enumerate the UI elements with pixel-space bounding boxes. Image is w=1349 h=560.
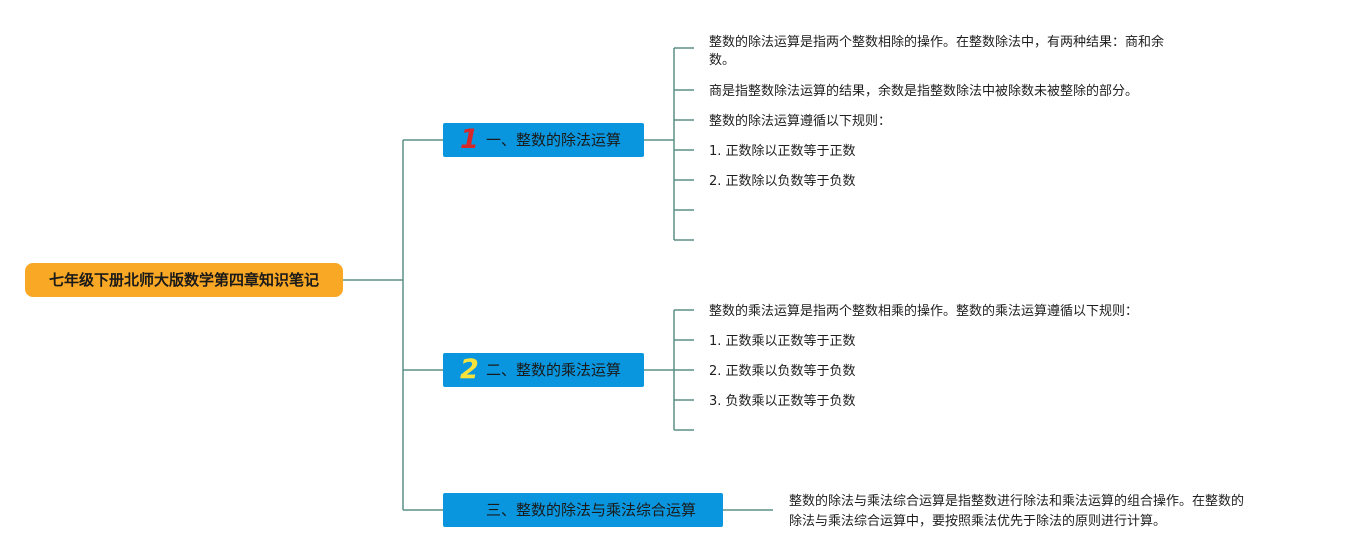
note-b2-2[interactable]: 1. 正数乘以正数等于正数 xyxy=(709,334,856,349)
note-b3-1a[interactable]: 整数的除法与乘法综合运算是指整数进行除法和乘法运算的组合操作。在整数的 xyxy=(789,494,1245,509)
branch-topic-3[interactable]: 三、整数的除法与乘法综合运算 xyxy=(443,493,723,527)
branch-3-label: 三、整数的除法与乘法综合运算 xyxy=(486,501,697,519)
note-b2-1[interactable]: 整数的乘法运算是指两个整数相乘的操作。整数的乘法运算遵循以下规则： xyxy=(709,304,1139,319)
branch-topic-1[interactable]: 1 一、整数的除法运算 xyxy=(443,123,644,157)
note-b1-3[interactable]: 整数的除法运算遵循以下规则： xyxy=(709,114,892,129)
note-b1-4[interactable]: 1. 正数除以正数等于正数 xyxy=(709,144,856,159)
note-b1-1a[interactable]: 整数的除法运算是指两个整数相除的操作。在整数除法中，有两种结果：商和余 xyxy=(709,35,1165,50)
note-b1-1b[interactable]: 数。 xyxy=(709,53,736,68)
number-2-badge: 2 xyxy=(460,354,479,385)
note-b1-5[interactable]: 2. 正数除以负数等于负数 xyxy=(709,174,856,189)
branch-2-label: 二、整数的乘法运算 xyxy=(486,361,622,379)
branch-topic-2[interactable]: 2 二、整数的乘法运算 xyxy=(443,353,644,387)
note-b3-1b[interactable]: 除法与乘法综合运算中，要按照乘法优先于除法的原则进行计算。 xyxy=(789,514,1167,529)
number-1-badge: 1 xyxy=(460,124,479,155)
note-b1-2[interactable]: 商是指整数除法运算的结果，余数是指整数除法中被除数未被整除的部分。 xyxy=(709,84,1139,99)
note-b2-4[interactable]: 3. 负数乘以正数等于负数 xyxy=(709,394,856,409)
note-b2-3[interactable]: 2. 正数乘以负数等于负数 xyxy=(709,364,856,379)
root-topic[interactable]: 七年级下册北师大版数学第四章知识笔记 xyxy=(25,263,343,297)
branch-1-label: 一、整数的除法运算 xyxy=(486,131,622,149)
